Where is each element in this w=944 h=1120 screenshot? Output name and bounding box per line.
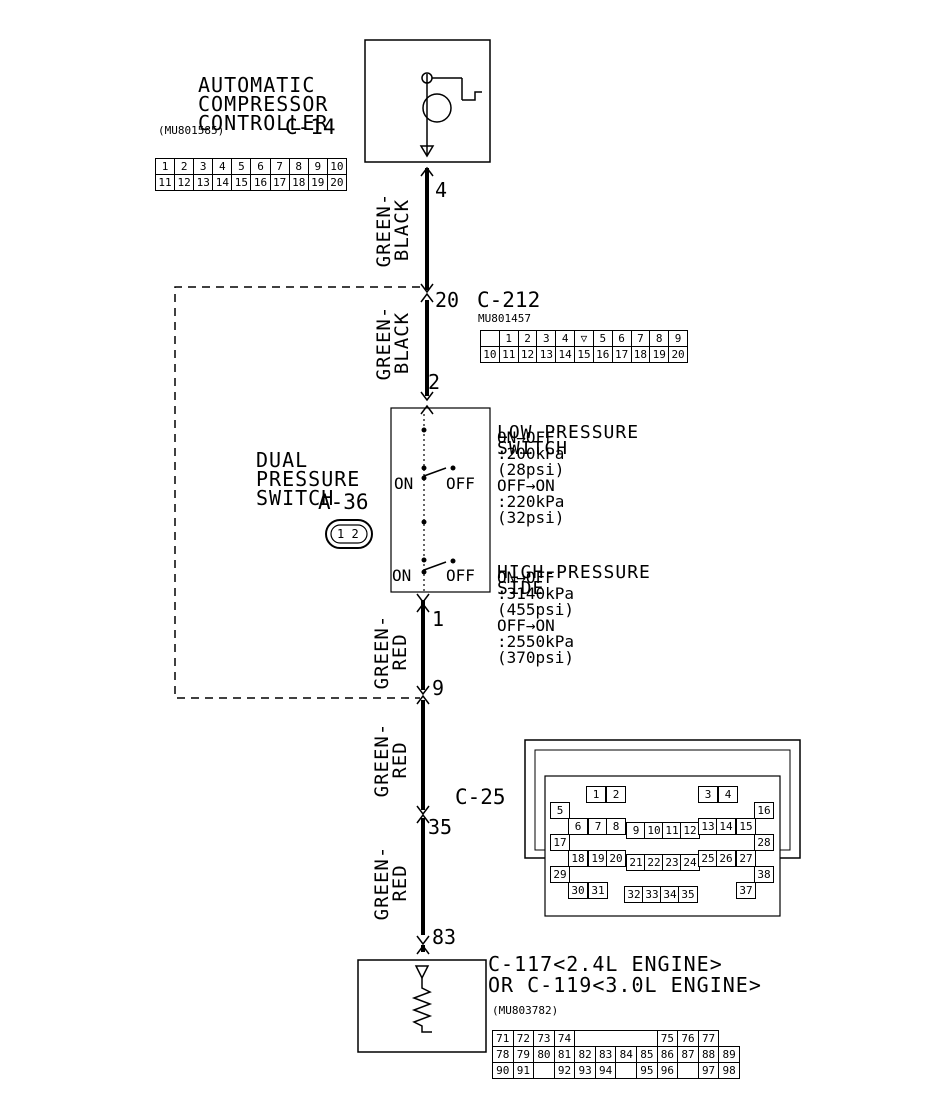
c25-pin: 13 <box>698 818 718 835</box>
c25-pin: 11 <box>662 822 682 839</box>
a36-pins: 1 2 <box>337 527 359 541</box>
low-pressure-values: ON→OFF:200kPa(28psi)OFF→ON:220kPa(32psi) <box>497 428 565 527</box>
c14-id: C-14 <box>285 115 336 139</box>
c25-pin: 4 <box>718 786 738 803</box>
c25-pin: 1 <box>586 786 606 803</box>
pin-9: 9 <box>432 676 445 700</box>
wire-label-1: GREEN-BLACK <box>373 192 413 268</box>
controller-box <box>364 39 491 163</box>
c25-pin: 29 <box>550 866 570 883</box>
c25-pin: 6 <box>568 818 588 835</box>
c25-pin: 26 <box>716 850 736 867</box>
wire-label-4: GREEN-RED <box>371 722 411 798</box>
controller-symbol <box>422 93 452 123</box>
ecu-box <box>357 959 487 1053</box>
c25-pin: 22 <box>644 854 664 871</box>
c117-line2: OR C-119<3.0L ENGINE> <box>488 973 762 997</box>
c25-pin: 31 <box>588 882 608 899</box>
high-off: OFF <box>446 566 475 585</box>
c25-pin: 30 <box>568 882 588 899</box>
c25-pin: 14 <box>716 818 736 835</box>
c25-pin: 3 <box>698 786 718 803</box>
c25-pin: 35 <box>678 886 698 903</box>
low-on: ON <box>394 474 414 493</box>
c212-id: C-212 <box>477 288 541 312</box>
c25-pin: 15 <box>736 818 756 835</box>
pin-35: 35 <box>428 815 453 839</box>
pin-2: 2 <box>428 370 441 394</box>
c25-pin: 9 <box>626 822 646 839</box>
c25-pin: 23 <box>662 854 682 871</box>
a36-connector <box>325 519 373 549</box>
c25-pin: 21 <box>626 854 646 871</box>
c25-pin: 37 <box>736 882 756 899</box>
c25-pin: 16 <box>754 802 774 819</box>
c25-pin: 28 <box>754 834 774 851</box>
wire-label-5: GREEN-RED <box>371 845 411 921</box>
c25-pin: 33 <box>642 886 662 903</box>
c25-id: C-25 <box>455 785 506 809</box>
c25-pin: 19 <box>588 850 608 867</box>
c25-pin: 18 <box>568 850 588 867</box>
c117-line1: C-117<2.4L ENGINE> <box>488 952 723 976</box>
c25-pin: 38 <box>754 866 774 883</box>
c14-part: (MU801585) <box>158 124 225 137</box>
wire-label-3: GREEN-RED <box>371 614 411 690</box>
c25-pin: 27 <box>736 850 756 867</box>
c25-pin: 24 <box>680 854 700 871</box>
a36-id: A-36 <box>318 490 369 514</box>
pin-20: 20 <box>435 288 460 312</box>
c117-part: (MU803782) <box>492 1004 559 1017</box>
pin-1: 1 <box>432 607 445 631</box>
c25-pin: 17 <box>550 834 570 851</box>
c25-pin: 5 <box>550 802 570 819</box>
low-off: OFF <box>446 474 475 493</box>
c25-pin: 10 <box>644 822 664 839</box>
c25-pin: 32 <box>624 886 644 903</box>
c25-pin: 20 <box>606 850 626 867</box>
c25-pin: 34 <box>660 886 680 903</box>
switch-box <box>390 407 491 593</box>
c25-pin: 25 <box>698 850 718 867</box>
c25-pin: 12 <box>680 822 700 839</box>
c25-pin: 2 <box>606 786 626 803</box>
high-on: ON <box>392 566 412 585</box>
c25-pin: 8 <box>606 818 626 835</box>
high-pressure-values: ON→OFF:3140kPa(455psi)OFF→ON:2550kPa(370… <box>497 568 575 667</box>
c212-part: MU801457 <box>478 312 531 325</box>
c25-pin: 7 <box>588 818 608 835</box>
pin-4: 4 <box>435 178 448 202</box>
pin-83: 83 <box>432 925 457 949</box>
shield-dashed <box>174 286 420 699</box>
wire-label-2: GREEN-BLACK <box>373 305 413 381</box>
